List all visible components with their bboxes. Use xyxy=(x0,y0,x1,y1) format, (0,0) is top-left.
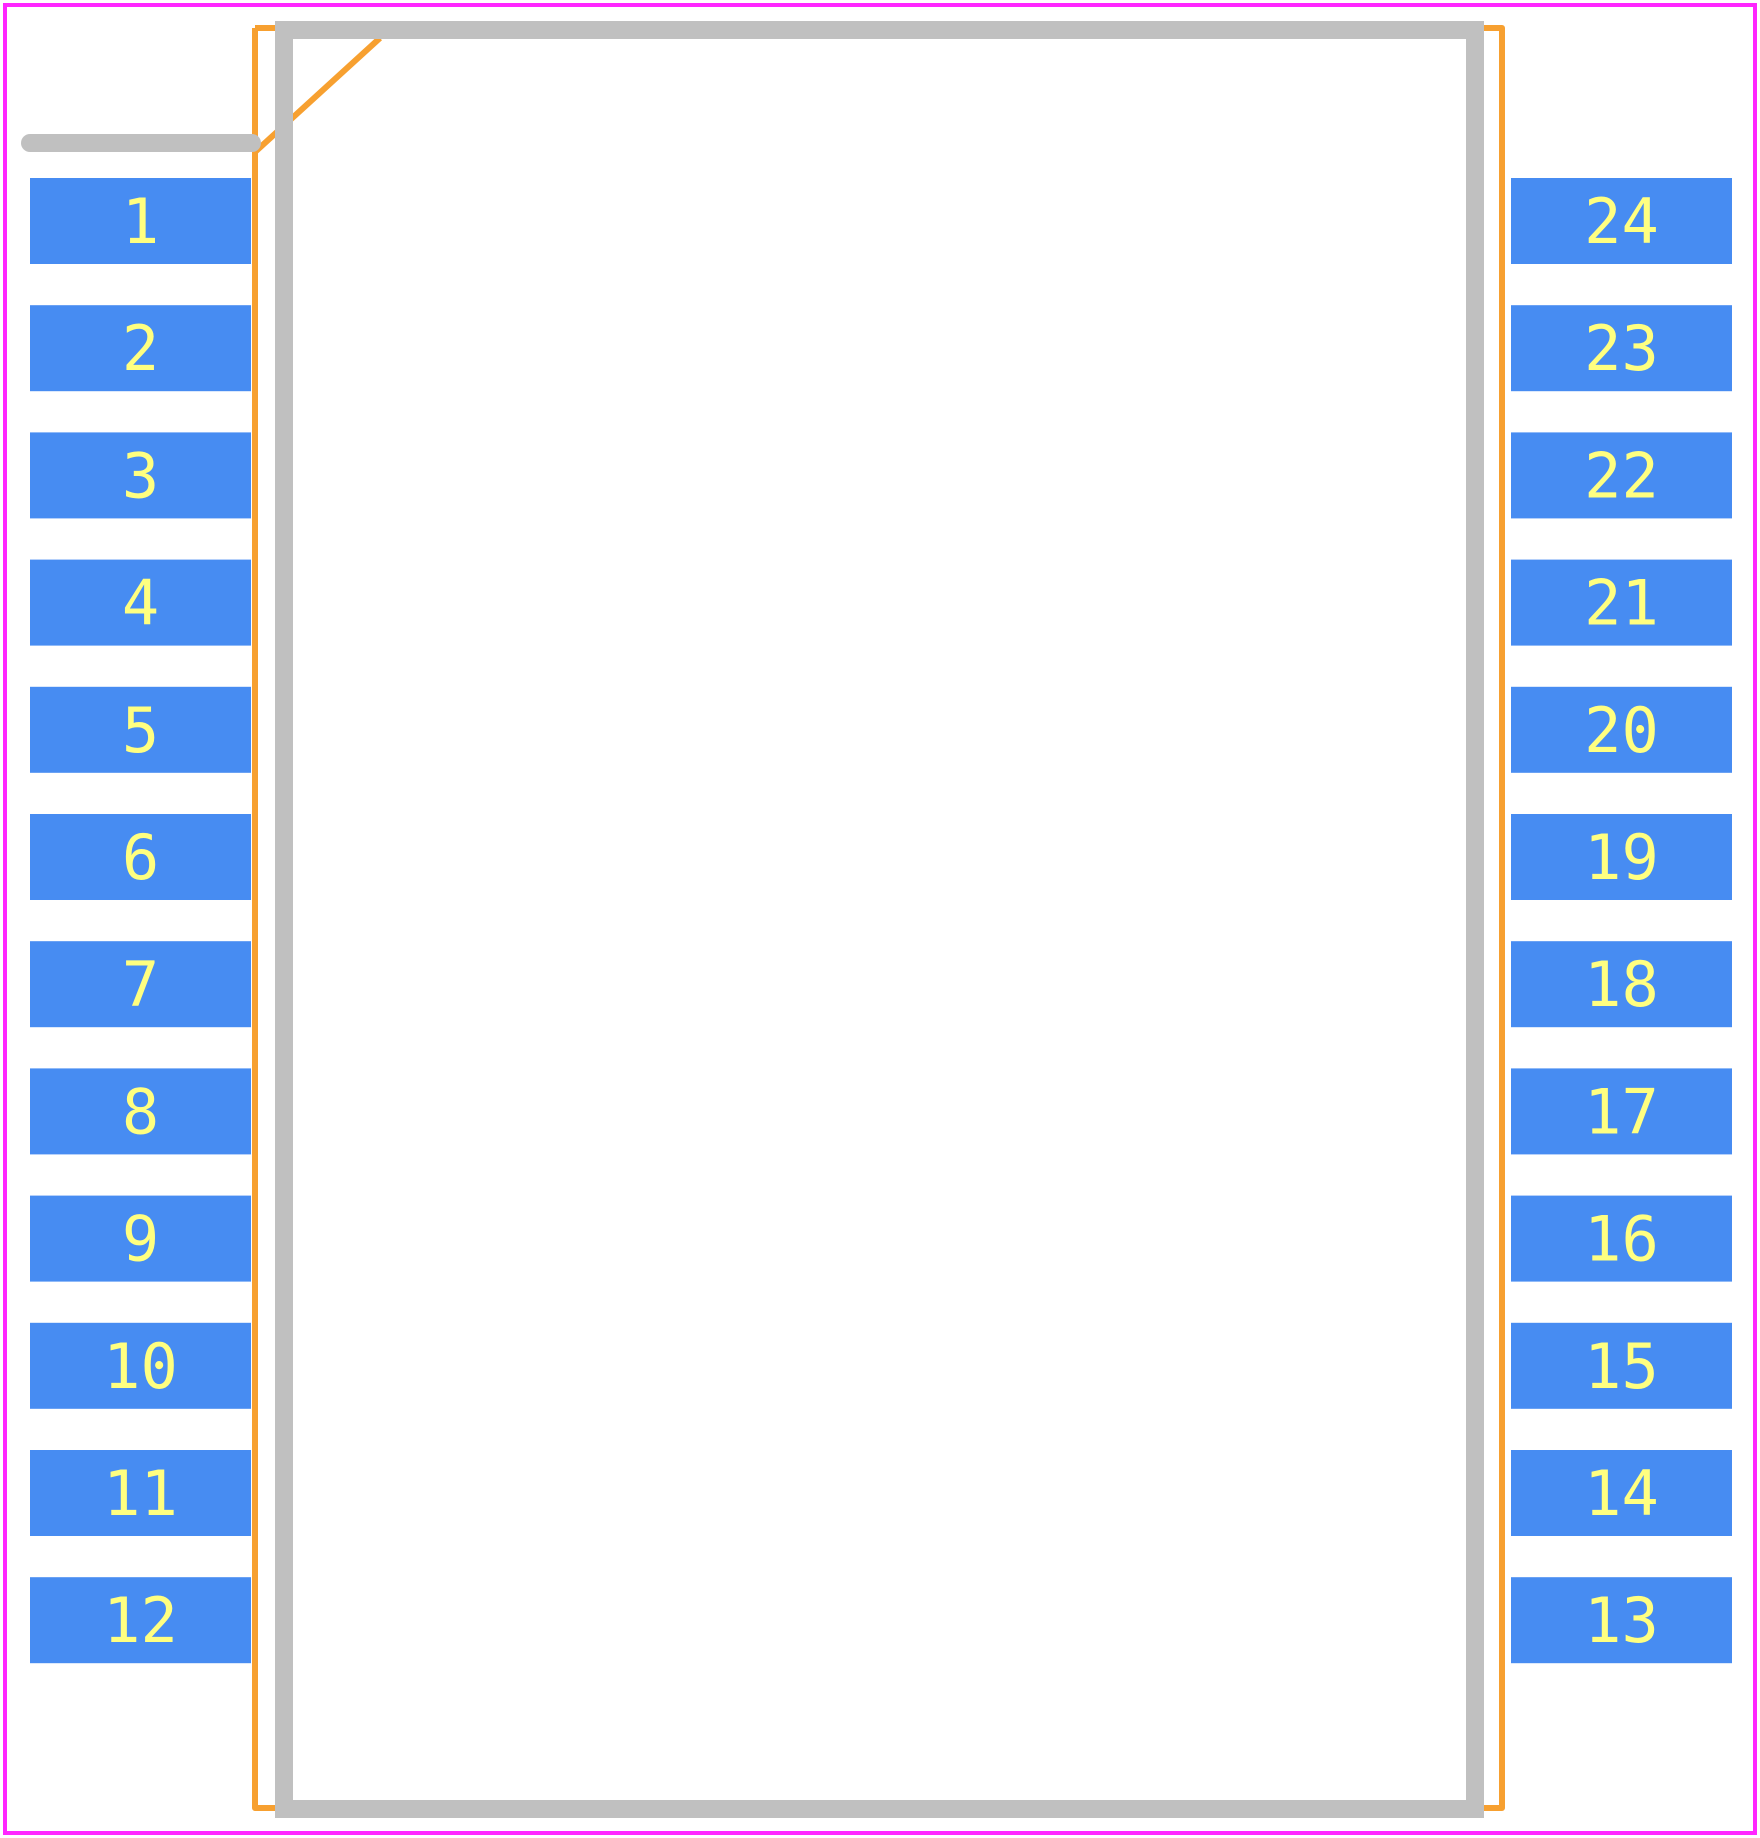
component-body-outline xyxy=(275,21,1484,1818)
pad-rect xyxy=(1511,1577,1732,1664)
pad-right-21: 21 xyxy=(1511,559,1732,646)
pad-left-5: 5 xyxy=(30,686,251,773)
pad-rect xyxy=(1511,814,1732,900)
pad-rect xyxy=(1511,1450,1732,1536)
pad-left-8: 8 xyxy=(30,1068,251,1155)
pad-number-label: 2 xyxy=(122,312,159,385)
pad-number-label: 21 xyxy=(1584,567,1659,640)
pad-number-label: 10 xyxy=(103,1330,178,1403)
pad-number-label: 12 xyxy=(103,1584,178,1657)
pad-rect xyxy=(1511,559,1732,646)
pad-right-20: 20 xyxy=(1511,686,1732,773)
pin1-chamfer-line xyxy=(252,35,383,155)
pad-rect xyxy=(1511,1322,1732,1409)
pad-number-label: 3 xyxy=(122,439,159,512)
pad-right-14: 14 xyxy=(1511,1450,1732,1536)
pad-number-label: 23 xyxy=(1584,312,1659,385)
pad-left-7: 7 xyxy=(30,941,251,1028)
pad-left-2: 2 xyxy=(30,305,251,392)
pad-rect xyxy=(1511,686,1732,773)
pad-right-16: 16 xyxy=(1511,1195,1732,1282)
board-boundary xyxy=(3,3,1757,1835)
pad-rect xyxy=(1511,1068,1732,1155)
pad-right-19: 19 xyxy=(1511,814,1732,900)
pad-rect xyxy=(30,1195,251,1282)
pad-rect xyxy=(30,432,251,519)
pad-number-label: 13 xyxy=(1584,1584,1659,1657)
pad-left-12: 12 xyxy=(30,1577,251,1664)
pad-right-24: 24 xyxy=(1511,178,1732,264)
pad-number-label: 7 xyxy=(122,948,159,1021)
pad-right-15: 15 xyxy=(1511,1322,1732,1409)
pad-right-22: 22 xyxy=(1511,432,1732,519)
pad-left-4: 4 xyxy=(30,559,251,646)
pad-number-label: 15 xyxy=(1584,1330,1659,1403)
pad-number-label: 11 xyxy=(103,1457,178,1530)
pad-rect xyxy=(30,1577,251,1664)
pad-rect xyxy=(30,941,251,1028)
courtyard-outline xyxy=(252,25,1505,1811)
pad-rect xyxy=(1511,941,1732,1028)
pad-rect xyxy=(30,686,251,773)
pad-number-label: 19 xyxy=(1584,821,1659,894)
pad-number-label: 16 xyxy=(1584,1203,1659,1276)
pad-left-3: 3 xyxy=(30,432,251,519)
pad-rect xyxy=(30,1068,251,1155)
pad-number-label: 22 xyxy=(1584,439,1659,512)
pad-number-label: 4 xyxy=(122,567,159,640)
pad-rect xyxy=(1511,178,1732,264)
pad-left-9: 9 xyxy=(30,1195,251,1282)
pad-left-6: 6 xyxy=(30,814,251,900)
pad-number-label: 18 xyxy=(1584,948,1659,1021)
pad-rect xyxy=(30,305,251,392)
pad-number-label: 17 xyxy=(1584,1075,1659,1148)
pad-right-13: 13 xyxy=(1511,1577,1732,1664)
pad-rect xyxy=(1511,1195,1732,1282)
pad-number-label: 6 xyxy=(122,821,159,894)
pad-number-label: 24 xyxy=(1584,185,1659,258)
pads-right-column: 24 23 22 21 20 19 18 17 16 15 14 13 xyxy=(1511,178,1732,1664)
pad-rect xyxy=(30,178,251,264)
pad-left-11: 11 xyxy=(30,1450,251,1536)
pad-number-label: 20 xyxy=(1584,694,1659,767)
pad-rect xyxy=(1511,305,1732,392)
pad-rect xyxy=(30,1322,251,1409)
pad-right-18: 18 xyxy=(1511,941,1732,1028)
pad-right-17: 17 xyxy=(1511,1068,1732,1155)
pad-left-10: 10 xyxy=(30,1322,251,1409)
pad-rect xyxy=(1511,432,1732,519)
pad-number-label: 14 xyxy=(1584,1457,1659,1530)
pad-right-23: 23 xyxy=(1511,305,1732,392)
pad-number-label: 9 xyxy=(122,1203,159,1276)
pad-rect xyxy=(30,814,251,900)
pad-number-label: 1 xyxy=(122,185,159,258)
pad-number-label: 8 xyxy=(122,1075,159,1148)
pad-left-1: 1 xyxy=(30,178,251,264)
pad-rect xyxy=(30,1450,251,1536)
pad-rect xyxy=(30,559,251,646)
pad-number-label: 5 xyxy=(122,694,159,767)
